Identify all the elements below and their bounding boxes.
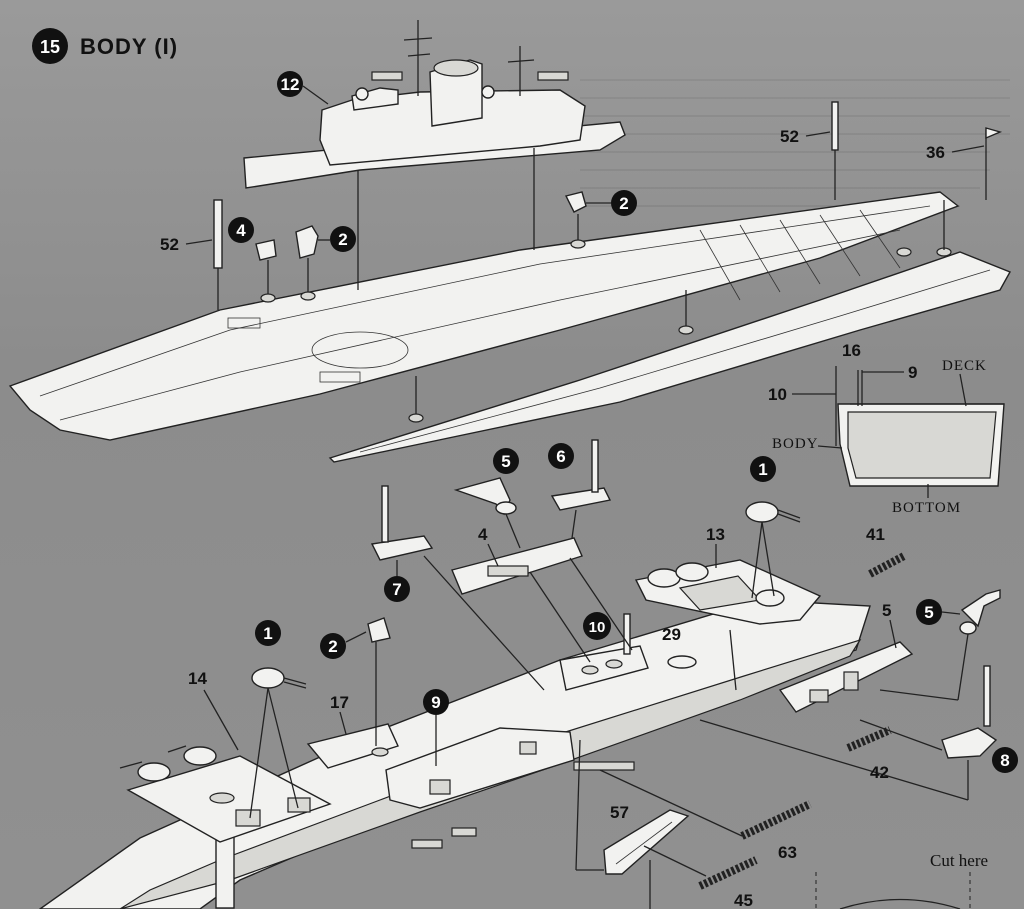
svg-text:5: 5 — [924, 603, 933, 622]
deck-label: DECK — [942, 358, 987, 374]
callout-2-top-left: 2 — [318, 226, 356, 252]
svg-text:7: 7 — [392, 580, 401, 599]
svg-text:8: 8 — [1000, 751, 1009, 770]
flight-deck — [8, 191, 1011, 463]
cut-lines — [815, 872, 971, 909]
callout-6: 6 — [548, 443, 574, 469]
label-42: 42 — [870, 763, 889, 782]
label-52-left: 52 — [160, 235, 179, 254]
label-36: 36 — [926, 143, 945, 162]
svg-text:4: 4 — [236, 221, 246, 240]
label-63: 63 — [778, 843, 797, 862]
part-13-turret-deck — [634, 559, 822, 625]
part-9-structure — [385, 727, 575, 809]
label-10-section: 10 — [768, 385, 787, 404]
svg-text:5: 5 — [501, 452, 510, 471]
label-29: 29 — [662, 625, 681, 644]
callout-5-top: 5 — [493, 448, 519, 474]
callout-12: 12 — [277, 71, 329, 105]
part-6-mount — [550, 439, 612, 511]
background-texture — [580, 79, 1010, 207]
label-14: 14 — [188, 669, 207, 688]
label-45: 45 — [734, 891, 753, 909]
svg-text:10: 10 — [589, 619, 606, 636]
attach-lines-top — [217, 148, 987, 414]
label-57: 57 — [610, 803, 629, 822]
svg-text:1: 1 — [263, 624, 272, 643]
svg-text:6: 6 — [556, 447, 565, 466]
label-16: 16 — [842, 341, 861, 360]
svg-text:1: 1 — [758, 460, 767, 479]
label-41: 41 — [866, 525, 885, 544]
callout-10: 10 — [583, 612, 611, 640]
callout-8: 8 — [992, 747, 1018, 773]
callout-4: 4 — [228, 217, 254, 243]
part-1-turret-left — [251, 667, 307, 689]
part-5-crane-right — [959, 589, 1001, 635]
label-4-bracket: 4 — [478, 525, 488, 544]
deck-small-parts — [213, 101, 1003, 269]
part-14-gun-deck — [119, 745, 332, 843]
part-5-crane-top — [453, 477, 517, 516]
part-7-mount — [370, 485, 434, 561]
callout-1-top: 1 — [750, 456, 776, 482]
callout-7: 7 — [384, 560, 410, 602]
step-badge: 15 — [32, 28, 68, 64]
attach-lines-lower — [249, 509, 969, 909]
page-title: BODY (I) — [80, 34, 178, 59]
label-5-deck: 5 — [882, 601, 891, 620]
part-29-oval — [667, 655, 697, 669]
label-13: 13 — [706, 525, 725, 544]
callout-2-left: 2 — [320, 631, 367, 659]
svg-text:9: 9 — [431, 693, 440, 712]
part-57-plate — [603, 809, 690, 875]
callout-2-top-right: 2 — [586, 190, 637, 216]
part-5-long-deck — [778, 641, 914, 713]
svg-text:2: 2 — [619, 194, 628, 213]
part-2-small-left — [367, 617, 391, 643]
callout-1-left: 1 — [255, 620, 281, 646]
chain-parts — [698, 552, 906, 890]
part-10-structure — [559, 613, 649, 691]
svg-text:12: 12 — [281, 75, 300, 94]
label-9-section: 9 — [908, 363, 917, 382]
part-1-turret-top — [745, 501, 801, 523]
part-8-boat — [941, 665, 998, 759]
svg-text:2: 2 — [338, 230, 347, 249]
cross-section-diagram — [835, 366, 1005, 487]
svg-text:2: 2 — [328, 637, 337, 656]
part-4-bracket — [451, 537, 583, 595]
callout-9: 9 — [423, 689, 449, 766]
cut-here-note: Cut here — [930, 851, 988, 870]
label-52-right: 52 — [780, 127, 799, 146]
svg-text:15: 15 — [40, 37, 60, 57]
bottom-label: BOTTOM — [892, 500, 961, 516]
label-17: 17 — [330, 693, 349, 712]
callout-5-right: 5 — [916, 599, 961, 625]
body-label: BODY — [772, 436, 819, 452]
island-superstructure — [243, 20, 626, 189]
